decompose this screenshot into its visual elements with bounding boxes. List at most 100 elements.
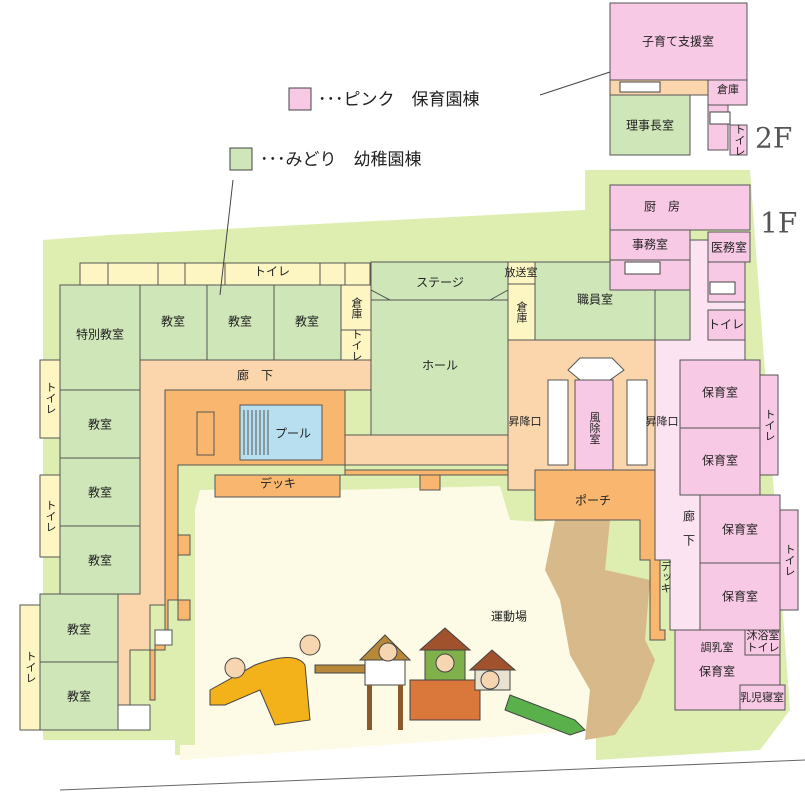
label-hoikushitsu-5: 保育室 <box>699 664 735 679</box>
label-kyoshitsu-l1: 教室 <box>88 417 112 432</box>
room-chubo <box>609 184 751 231</box>
playground-equipment <box>209 627 586 736</box>
label-nyujishinshitsu: 乳児寝室 <box>740 690 784 704</box>
room-kosodate <box>609 2 748 81</box>
label-souko-1: 倉庫 <box>350 296 363 320</box>
road-line <box>59 759 805 791</box>
label-housoushitsu: 放送室 <box>505 265 538 279</box>
deck-block <box>196 411 215 456</box>
deck-tab-1 <box>419 474 441 491</box>
room-toilet-2f <box>729 124 748 156</box>
label-shokoguchi-l: 昇降口 <box>509 414 542 428</box>
label-chubo: 厨 房 <box>644 199 680 214</box>
label-deck-1: デッキ <box>260 476 296 491</box>
room-kyoshitsu-l4 <box>39 593 119 663</box>
room-kyoshitsu-l5 <box>39 661 119 731</box>
legend-pink-swatch <box>288 87 312 111</box>
label-fujoshitsu: 風除室 <box>588 412 601 445</box>
room-souko-1 <box>340 284 372 331</box>
room-blank <box>117 704 151 731</box>
room-small-box <box>154 629 173 646</box>
label-toilet-2f: トイレ <box>733 124 746 157</box>
room-tokubetsu <box>59 284 141 391</box>
label-rijicho: 理事長室 <box>626 118 674 133</box>
label-kyoshitsu-l5: 教室 <box>67 689 91 704</box>
label-roka-right: 廊 下 <box>682 509 696 546</box>
stairs-jimushitsu <box>624 261 661 275</box>
label-kyoshitsu-1: 教室 <box>161 314 185 329</box>
label-hall: ホール <box>422 359 458 373</box>
label-hoikushitsu-4: 保育室 <box>722 589 758 604</box>
label-jimushitsu: 事務室 <box>632 237 668 252</box>
room-toilet-left-2 <box>39 474 61 558</box>
room-kyoshitsu-3 <box>273 284 342 361</box>
label-toilet-top-row: トイレ <box>254 265 290 279</box>
label-kyoshitsu-l2: 教室 <box>88 485 112 500</box>
label-pool: プール <box>275 427 311 441</box>
label-toilet-left-1: トイレ <box>44 382 57 415</box>
label-kyoshitsu-l3: 教室 <box>88 553 112 568</box>
label-kosodate: 子育て支援室 <box>642 34 714 49</box>
deck-panel-1 <box>214 474 341 498</box>
room-kyoshitsu-l1 <box>59 389 141 459</box>
label-toilet-small: トイレ <box>350 329 363 362</box>
label-mokuyokushitsu: 沐浴室 <box>747 628 780 642</box>
label-kyoshitsu-2: 教室 <box>228 314 252 329</box>
pool <box>239 404 323 461</box>
stairs-nursery <box>709 281 736 295</box>
room-shokuin-extra <box>654 289 691 341</box>
room-souko-2 <box>507 283 536 341</box>
room-toilet-pink-top <box>707 309 746 341</box>
label-kyoshitsu-l4: 教室 <box>67 622 91 637</box>
legend-green-pointer <box>219 179 234 296</box>
label-undoujo: 運動場 <box>491 610 527 624</box>
room-toilet-r2 <box>779 509 799 611</box>
label-toilet-r2: トイレ <box>783 544 796 577</box>
room-toilet-small <box>340 329 372 361</box>
label-porch: ポーチ <box>575 494 611 508</box>
legend-pink-pointer <box>539 71 611 96</box>
room-mokuyoku <box>744 629 781 656</box>
label-hoikushitsu-1: 保育室 <box>702 385 738 400</box>
label-stage: ステージ <box>416 276 464 290</box>
dirt-path <box>545 520 655 740</box>
label-imushitsu: 医務室 <box>711 240 747 255</box>
label-deck-2: デッキ <box>659 559 672 593</box>
deck-bump-2 <box>177 599 191 621</box>
label-chonyushitsu: 調乳室 <box>701 640 734 654</box>
room-kyoshitsu-2 <box>206 284 275 361</box>
label-toilet-left-3: トイレ <box>24 651 37 684</box>
room-kyoshitsu-l2 <box>59 457 141 527</box>
label-souko-2f: 倉庫 <box>717 82 739 96</box>
room-imushitsu <box>707 231 751 263</box>
room-jimushitsu <box>609 229 691 261</box>
label-souko-2: 倉庫 <box>515 300 528 324</box>
room-nyujishinshitsu <box>739 684 786 711</box>
label-shokuinshitsu: 職員室 <box>577 292 613 307</box>
deck-bump-1 <box>177 534 191 556</box>
shoe-rack-right <box>626 379 648 466</box>
label-hoikushitsu-2: 保育室 <box>702 453 738 468</box>
stairs-2f-right <box>709 111 731 125</box>
floor-1f: 1F <box>760 207 797 240</box>
label-hoikushitsu-3: 保育室 <box>722 522 758 537</box>
room-rijicho <box>609 94 691 156</box>
label-toilet-pink-top: トイレ <box>708 318 744 332</box>
label-kyoshitsu-3: 教室 <box>295 314 319 329</box>
label-tokubetsu: 特別教室 <box>76 327 124 342</box>
label-shokoguchi-r: 昇降口 <box>646 414 679 428</box>
room-hoikushitsu-4 <box>699 562 781 631</box>
stairs-2f <box>619 81 661 93</box>
room-hoikushitsu-2 <box>679 427 761 496</box>
floor-2f: 2F <box>755 122 792 155</box>
label-roka-top: 廊 下 <box>237 368 273 383</box>
legend-green-text: ･･･みどり 幼稚園棟 <box>260 150 422 170</box>
label-toilet-left-2: トイレ <box>44 500 57 533</box>
legend-green-swatch <box>229 147 253 171</box>
label-toilet-r3: トイレ <box>747 641 780 654</box>
room-toilet-r1 <box>759 374 779 476</box>
room-hoikushitsu-1 <box>679 359 761 429</box>
label-toilet-r1: トイレ <box>763 409 776 442</box>
shoe-rack-left <box>547 379 569 466</box>
